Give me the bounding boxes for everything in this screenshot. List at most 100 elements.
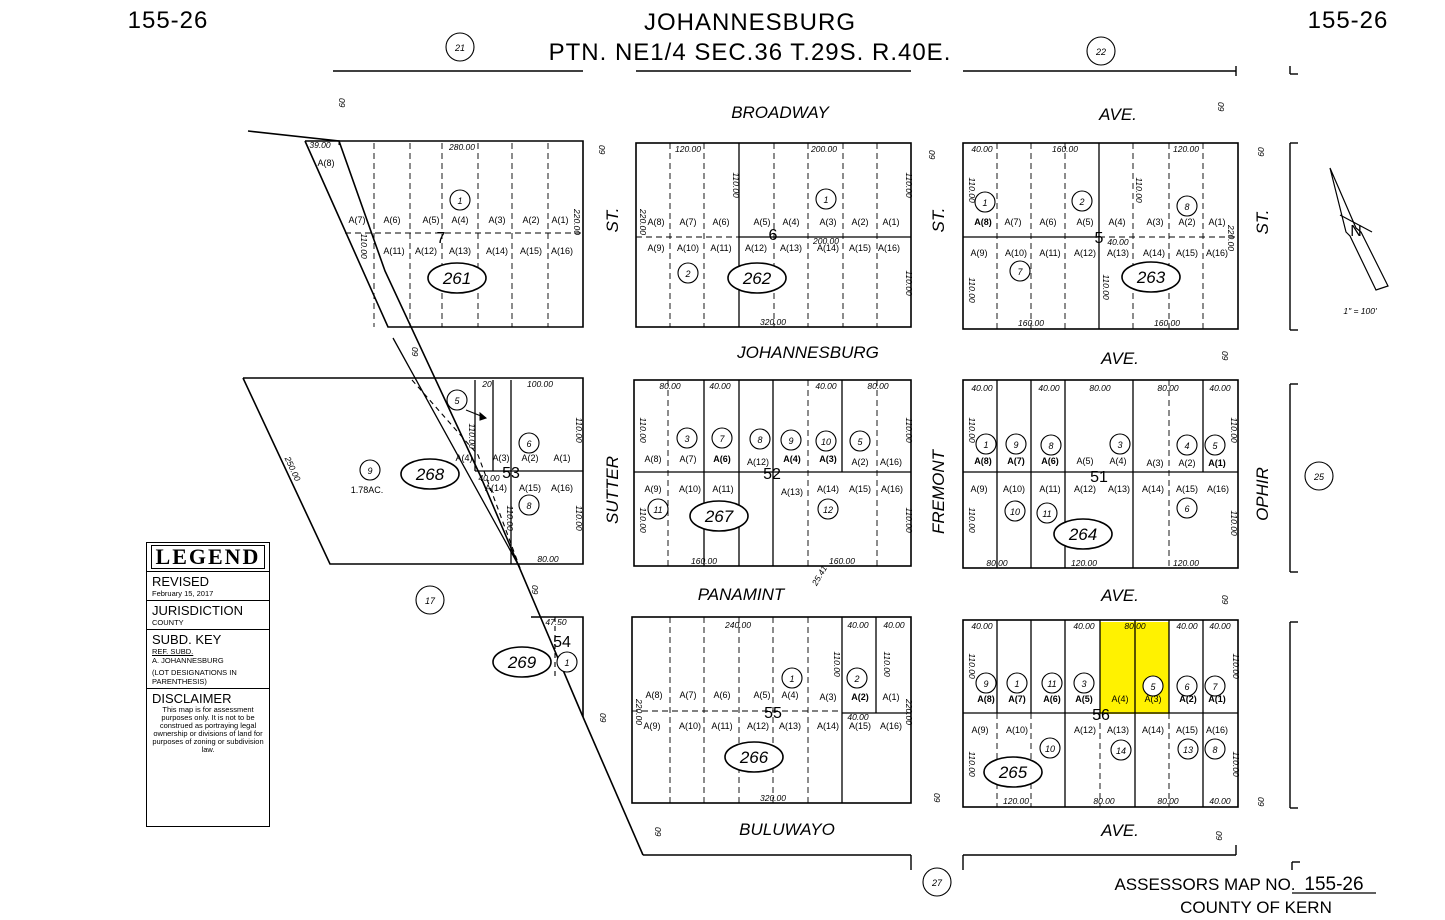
parcel-number-circle (846, 667, 868, 689)
lot-designation: A(16) (1206, 725, 1228, 735)
dimension: 240.00 (724, 620, 751, 630)
parcel-number: 10 (821, 437, 831, 447)
lot-designation: A(14) (1142, 484, 1164, 494)
legend-subd-key: SUBD. KEY REF. SUBD. A. JOHANNESBURG (LO… (147, 629, 269, 688)
lot-designation: A(1) (553, 453, 570, 463)
lot-designation: A(2) (522, 215, 539, 225)
lot-designation: A(13) (1107, 248, 1129, 258)
street-st-fremont: ST. (929, 208, 948, 233)
dimension: 110.00 (574, 505, 584, 531)
parcel-number: 5 (857, 437, 863, 447)
lot-designation: A(1) (1208, 694, 1226, 704)
lot-designation: A(15) (1176, 484, 1198, 494)
dimension: 40.00 (971, 621, 993, 631)
dimension: 47.50 (545, 617, 567, 627)
parcel-map-number: 264 (1068, 525, 1097, 544)
parcel-number-circle (1039, 737, 1061, 759)
parcel-number: 1 (1014, 679, 1019, 689)
parcel-number: 9 (1013, 440, 1018, 450)
parcel-number: 6 (1184, 682, 1189, 692)
county-label: COUNTY OF KERN (1180, 898, 1332, 917)
parcel-number: 3 (1117, 440, 1122, 450)
parcel-number: 2 (853, 674, 859, 684)
street-width: 60 (530, 585, 540, 595)
parcel-map-number: 265 (998, 763, 1028, 782)
dimension: 40.00 (971, 144, 993, 154)
lot-designation: A(11) (1039, 248, 1060, 258)
dimension: 160.00 (1154, 318, 1180, 328)
parcel-number: 9 (788, 436, 793, 446)
lot-designation: A(13) (1108, 484, 1130, 494)
parcel-map-number: 261 (442, 269, 471, 288)
parcel-number: 11 (1042, 509, 1051, 519)
dimension: 110.00 (1229, 417, 1239, 443)
parcel-number-circle (974, 191, 996, 213)
lot-designation: A(11) (712, 484, 733, 494)
lot-designation: A(15) (1176, 725, 1198, 735)
dimension: 160.00 (829, 556, 855, 566)
dimension: 110.00 (638, 417, 648, 443)
dimension: 80.00 (1157, 383, 1179, 393)
street-width: 60 (1214, 831, 1224, 841)
lot-designation: A(1) (1208, 458, 1226, 468)
parcel-number: 1 (457, 196, 462, 206)
disclaimer-text: This map is for assessment purposes only… (152, 705, 264, 754)
dimension: 110.00 (967, 417, 977, 443)
lot-designation: A(14) (1143, 248, 1165, 258)
dimension: 110.00 (359, 233, 369, 259)
parcel-number: 2 (1078, 197, 1084, 207)
parcel-number-circle (975, 672, 997, 694)
dimension: 280.00 (448, 142, 475, 152)
parcel-number: 1 (789, 674, 794, 684)
lot-designation: A(5) (1076, 217, 1093, 227)
dimension: 110.00 (731, 172, 741, 198)
dimension: 40.00 (1209, 796, 1231, 806)
parcel-number-circle (1204, 434, 1226, 456)
lot-designation: A(2) (1178, 458, 1195, 468)
lot-designation: A(6) (1041, 456, 1059, 466)
dimension: 40.00 (847, 620, 869, 630)
parcel-number-circle (1040, 434, 1062, 456)
lot-designation: A(12) (747, 721, 769, 731)
revised-label: REVISED (152, 574, 210, 589)
dimension: 40.00 (815, 381, 837, 391)
lot-designation: A(16) (551, 483, 573, 493)
dimension: 20 (481, 379, 492, 389)
north-arrow (1329, 167, 1389, 291)
north-arrow-bar (1339, 214, 1373, 233)
map-linework (242, 32, 1389, 897)
dimension: 160.00 (1052, 144, 1078, 154)
adjacent-map-27: 27 (931, 878, 943, 888)
dimension: 110.00 (467, 423, 477, 449)
lot-designation: A(4) (782, 217, 799, 227)
street-width: 60 (653, 827, 663, 837)
west-boundary (582, 716, 644, 856)
lot-designation: A(11) (383, 246, 404, 256)
lot-designation: A(15) (1176, 248, 1198, 258)
dimension: 200.00 (810, 144, 837, 154)
legend-title: LEGEND (151, 545, 265, 569)
parcel-number-circle (556, 651, 578, 673)
scale-label: 1" = 100' (1343, 306, 1377, 316)
street-buluwayo-ave: AVE. (1100, 821, 1139, 840)
subd-note: (LOT DESIGNATIONS IN PARENTHESIS) (152, 668, 237, 686)
lot-designation: A(10) (677, 243, 699, 253)
dimension: 110.00 (574, 417, 584, 443)
parcel-number: 13 (1183, 745, 1193, 755)
adjacent-map-25: 25 (1313, 472, 1325, 482)
street-width: 60 (1220, 351, 1230, 361)
dimension: 110.00 (1134, 177, 1144, 203)
lot-designation: A(10) (1006, 725, 1028, 735)
block-number: 53 (502, 465, 520, 482)
parcel-map-number: 262 (742, 269, 772, 288)
lot-designation: A(16) (880, 721, 902, 731)
dimension: 110.00 (904, 507, 914, 533)
lot-designation: A(12) (745, 243, 767, 253)
parcel-number: 8 (1184, 202, 1189, 212)
parcel-number: 9 (983, 679, 988, 689)
parcel-map-oval (400, 458, 460, 490)
dimension: 120.00 (1071, 558, 1097, 568)
lot-designation: A(4) (1109, 456, 1126, 466)
parcel-number: 2 (684, 269, 690, 279)
